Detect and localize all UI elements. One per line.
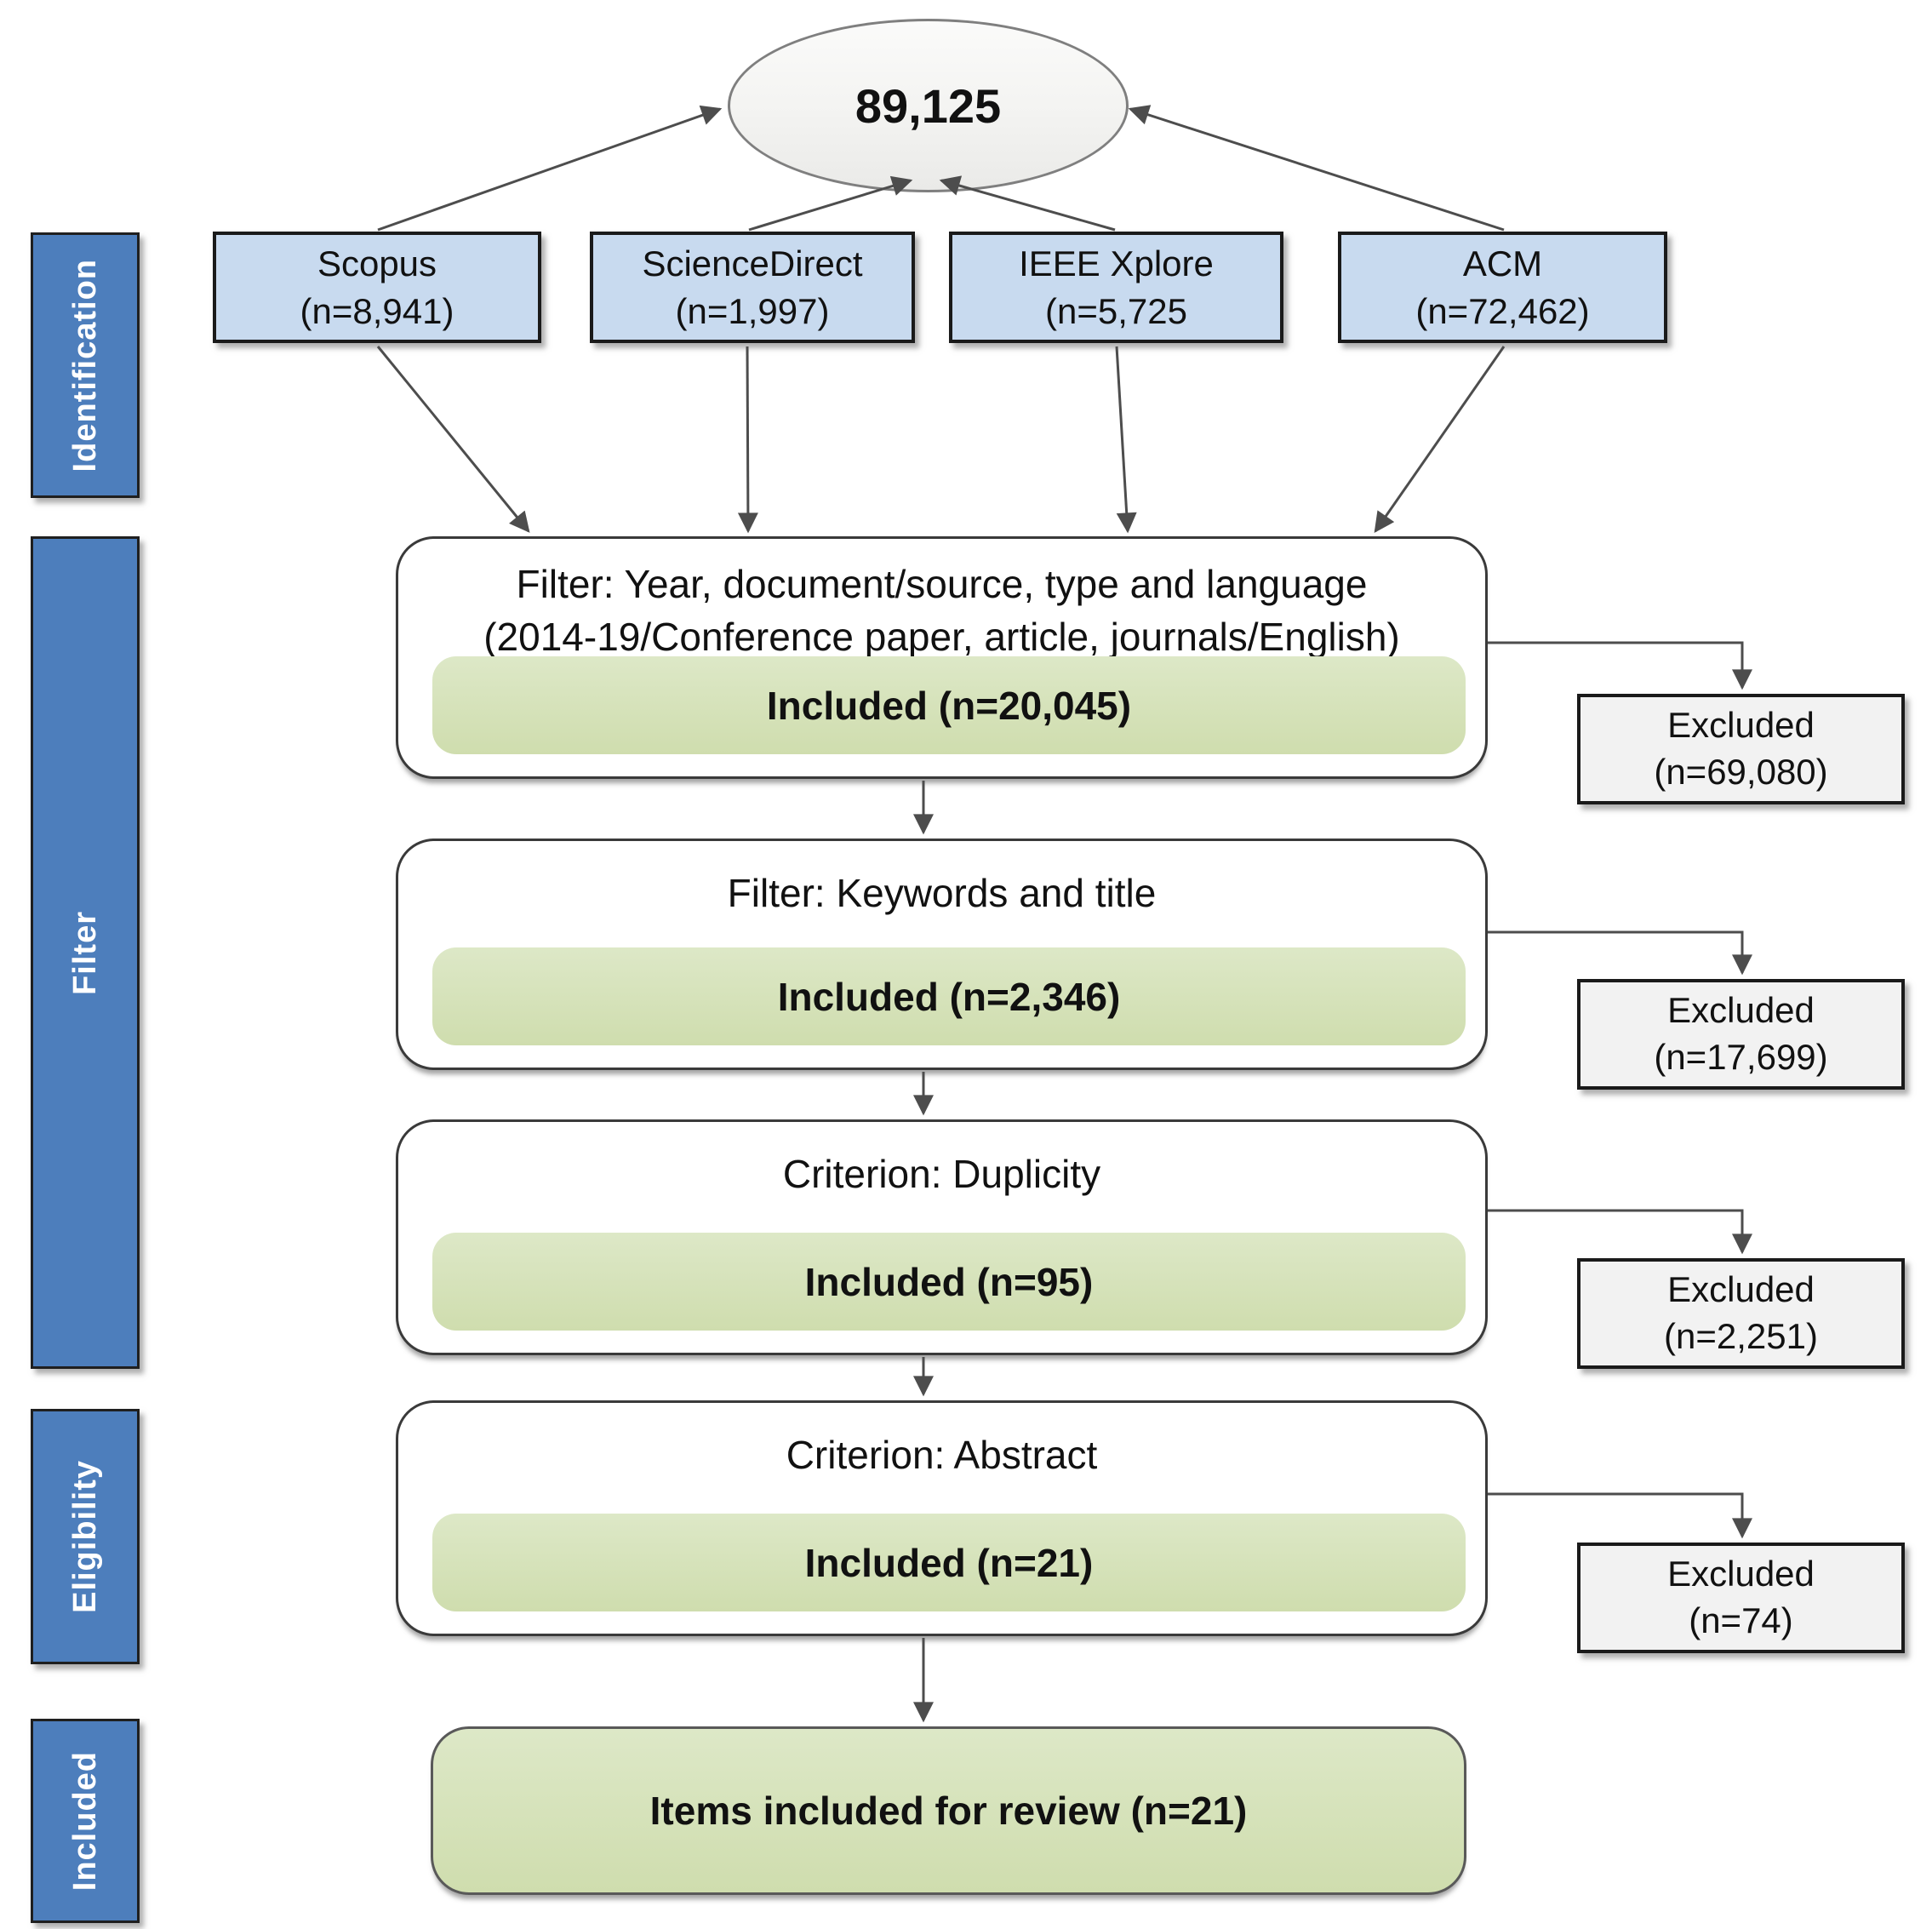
included-count: Included (n=95)	[804, 1259, 1094, 1304]
included-pill: Included (n=2,346)	[432, 947, 1466, 1045]
source-name: ACM	[1462, 243, 1543, 284]
source-name: IEEE Xplore	[1019, 243, 1214, 284]
excluded-box-3: Excluded (n=2,251)	[1577, 1258, 1905, 1369]
arrow-acm-to-stage1	[1374, 346, 1506, 533]
stage-title: Criterion: Abstract	[398, 1428, 1485, 1481]
total-records-ellipse: 89,125	[728, 19, 1129, 192]
source-name: ScienceDirect	[642, 243, 863, 284]
stage-box-criterion-abstract: Criterion: Abstract Included (n=21)	[396, 1400, 1488, 1636]
phase-eligibility: Eligibility	[31, 1409, 140, 1664]
stage-title-line1: Filter: Year, document/source, type and …	[516, 562, 1368, 606]
phase-label: Filter	[66, 910, 103, 995]
source-count: (n=5,725	[1045, 290, 1187, 331]
excluded-label: Excluded	[1667, 1269, 1815, 1310]
final-included-label: Items included for review (n=21)	[649, 1789, 1248, 1833]
source-name: Scopus	[317, 243, 437, 284]
phase-label: Eligibility	[66, 1460, 103, 1613]
stage-title-line2: (2014-19/Conference paper, article, jour…	[483, 615, 1400, 660]
included-pill: Included (n=95)	[432, 1233, 1466, 1331]
source-count: (n=72,462)	[1415, 290, 1590, 331]
arrow-sciencedirect-to-stage1	[737, 346, 758, 534]
excluded-box-2: Excluded (n=17,699)	[1577, 979, 1905, 1090]
included-count: Included (n=2,346)	[777, 974, 1121, 1019]
arrow-stage4-to-excluded4	[1488, 1492, 1752, 1539]
arrow-scopus-to-total	[377, 105, 723, 232]
arrow-ieee-to-stage1	[1115, 346, 1137, 534]
excluded-label: Excluded	[1667, 1554, 1815, 1594]
excluded-count: (n=69,080)	[1654, 752, 1828, 792]
source-box-sciencedirect: ScienceDirect (n=1,997)	[590, 232, 915, 343]
arrow-acm-to-total	[1128, 105, 1505, 232]
phase-included: Included	[31, 1719, 140, 1923]
phase-label: Included	[66, 1750, 103, 1892]
excluded-box-1: Excluded (n=69,080)	[1577, 694, 1905, 804]
stage-box-criterion-duplicity: Criterion: Duplicity Included (n=95)	[396, 1119, 1488, 1355]
stage-title-line1: Filter: Keywords and title	[727, 871, 1157, 915]
included-count: Included (n=20,045)	[766, 683, 1132, 728]
source-count: (n=1,997)	[675, 290, 830, 331]
phase-filter: Filter	[31, 536, 140, 1369]
stage-box-filter-keywords: Filter: Keywords and title Included (n=2…	[396, 839, 1488, 1070]
final-included-box: Items included for review (n=21)	[431, 1726, 1466, 1895]
source-box-scopus: Scopus (n=8,941)	[213, 232, 541, 343]
excluded-label: Excluded	[1667, 705, 1815, 746]
included-pill: Included (n=20,045)	[432, 656, 1466, 754]
total-records-count: 89,125	[855, 78, 1002, 133]
phase-label: Identification	[66, 258, 103, 472]
arrow-scopus-to-stage1	[376, 346, 530, 533]
arrow-stage3-to-excluded3	[1488, 1209, 1752, 1255]
excluded-box-4: Excluded (n=74)	[1577, 1543, 1905, 1653]
arrow-stage1-to-excluded1	[1488, 641, 1752, 690]
source-box-ieee-xplore: IEEE Xplore (n=5,725	[949, 232, 1283, 343]
source-count: (n=8,941)	[300, 290, 454, 331]
included-pill: Included (n=21)	[432, 1514, 1466, 1611]
phase-identification: Identification	[31, 232, 140, 498]
excluded-label: Excluded	[1667, 990, 1815, 1031]
stage-title: Filter: Year, document/source, type and …	[398, 558, 1485, 663]
source-box-acm: ACM (n=72,462)	[1338, 232, 1667, 343]
arrow-stage2-to-excluded2	[1488, 930, 1752, 976]
stage-box-filter-year: Filter: Year, document/source, type and …	[396, 536, 1488, 779]
included-count: Included (n=21)	[804, 1540, 1094, 1585]
stage-title-line1: Criterion: Abstract	[786, 1433, 1098, 1477]
excluded-count: (n=2,251)	[1664, 1316, 1818, 1356]
stage-title-line1: Criterion: Duplicity	[782, 1152, 1101, 1196]
stage-title: Filter: Keywords and title	[398, 867, 1485, 919]
excluded-count: (n=74)	[1689, 1600, 1793, 1640]
stage-title: Criterion: Duplicity	[398, 1148, 1485, 1200]
excluded-count: (n=17,699)	[1654, 1037, 1828, 1077]
